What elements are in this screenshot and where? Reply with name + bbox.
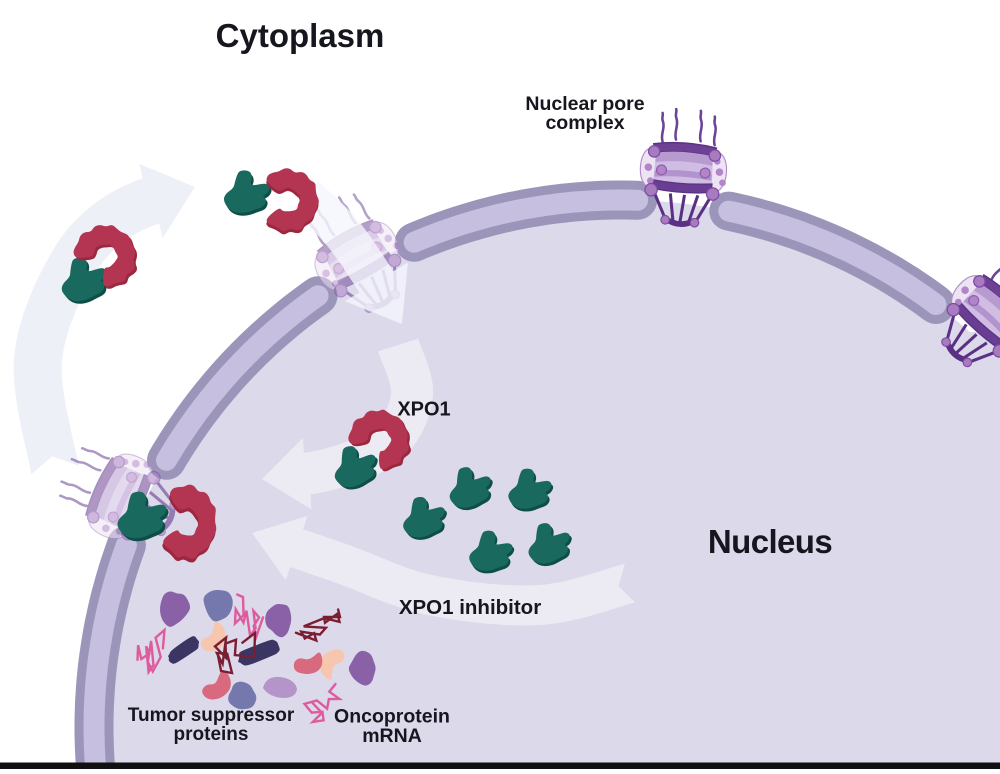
svg-text:proteins: proteins — [174, 724, 249, 745]
svg-text:mRNA: mRNA — [362, 725, 422, 747]
svg-text:Nuclear pore: Nuclear pore — [525, 93, 644, 115]
svg-text:Tumor suppressor: Tumor suppressor — [128, 705, 295, 726]
svg-text:Nucleus: Nucleus — [708, 523, 832, 560]
svg-text:Cytoplasm: Cytoplasm — [216, 17, 385, 54]
svg-text:Oncoprotein: Oncoprotein — [334, 706, 450, 728]
svg-text:complex: complex — [545, 112, 624, 134]
svg-text:XPO1 inhibitor: XPO1 inhibitor — [399, 596, 541, 619]
svg-text:XPO1: XPO1 — [397, 399, 450, 421]
